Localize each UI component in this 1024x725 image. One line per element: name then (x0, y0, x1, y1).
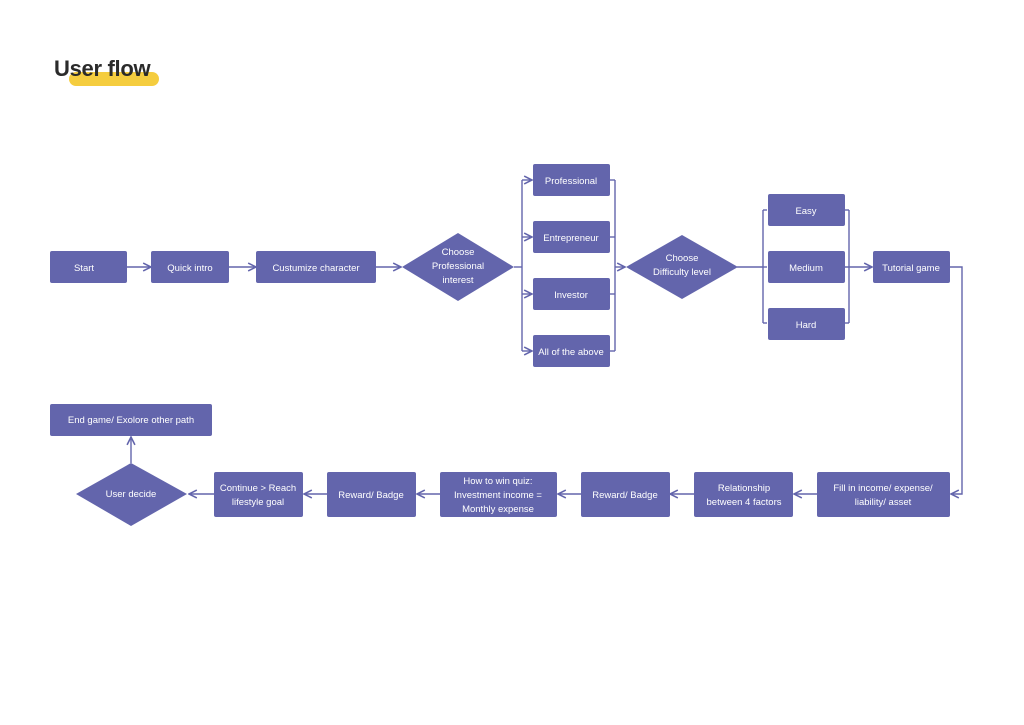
node-medium-label: Medium (789, 263, 823, 274)
node-hard: Hard (768, 308, 845, 340)
title-highlight (69, 72, 159, 86)
node-continue: Continue > Reach lifestyle goal (214, 472, 303, 517)
node-all-of-the-above: All of the above (533, 335, 610, 367)
node-continue-line-1: Continue > Reach (220, 483, 296, 494)
node-reward-badge-2: Reward/ Badge (327, 472, 416, 517)
node-end-game: End game/ Exolore other path (50, 404, 212, 436)
node-tutorial-game: Tutorial game (873, 251, 950, 283)
node-customize-character: Custumize character (256, 251, 376, 283)
node-customize-label: Custumize character (272, 263, 359, 274)
decision-interest-line-1: Choose (442, 247, 475, 258)
node-entrepreneur: Entrepreneur (533, 221, 610, 253)
decision-choose-difficulty: Choose Difficulty level (626, 235, 738, 299)
node-relationship-line-2: between 4 factors (707, 497, 782, 508)
page-title-block: User flow (54, 56, 174, 90)
node-relationship: Relationship between 4 factors (694, 472, 793, 517)
node-start-label: Start (74, 263, 94, 274)
node-quick-intro: Quick intro (151, 251, 229, 283)
node-quiz-line-3: Monthly expense (462, 504, 534, 515)
node-investor-label: Investor (554, 290, 588, 301)
node-easy-label: Easy (795, 206, 816, 217)
node-relationship-line-1: Relationship (718, 483, 770, 494)
node-start: Start (50, 251, 127, 283)
node-investor: Investor (533, 278, 610, 310)
decision-interest-line-3: interest (442, 275, 474, 286)
node-medium: Medium (768, 251, 845, 283)
node-professional-label: Professional (545, 176, 597, 187)
node-quick-intro-label: Quick intro (167, 263, 212, 274)
connector-tutorial-fillin (950, 266, 963, 494)
decision-choose-interest: Choose Professional interest (402, 233, 514, 301)
node-all-above-label: All of the above (538, 347, 604, 358)
node-fill-in: Fill in income/ expense/ liability/ asse… (817, 472, 950, 517)
decision-user-decide-label: User decide (106, 489, 157, 500)
node-fill-in-line-1: Fill in income/ expense/ (833, 483, 933, 494)
node-quiz-line-1: How to win quiz: (463, 476, 532, 487)
decision-difficulty-line-1: Choose (666, 253, 699, 264)
connectors (127, 180, 963, 494)
node-tutorial-label: Tutorial game (882, 263, 940, 274)
node-fill-in-line-2: liability/ asset (855, 497, 912, 508)
node-quiz: How to win quiz: Investment income = Mon… (440, 472, 557, 517)
node-quiz-line-2: Investment income = (454, 490, 542, 501)
node-easy: Easy (768, 194, 845, 226)
node-reward1-label: Reward/ Badge (592, 490, 657, 501)
decision-interest-line-2: Professional (432, 261, 484, 272)
node-end-game-label: End game/ Exolore other path (68, 415, 194, 426)
node-reward2-label: Reward/ Badge (338, 490, 403, 501)
node-hard-label: Hard (796, 320, 817, 331)
node-reward-badge-1: Reward/ Badge (581, 472, 670, 517)
decision-difficulty-line-2: Difficulty level (653, 267, 711, 278)
page-title: User flow (54, 56, 151, 81)
node-professional: Professional (533, 164, 610, 196)
node-continue-line-2: lifestyle goal (232, 497, 284, 508)
decision-user-decide: User decide (76, 463, 187, 526)
node-entrepreneur-label: Entrepreneur (543, 233, 598, 244)
